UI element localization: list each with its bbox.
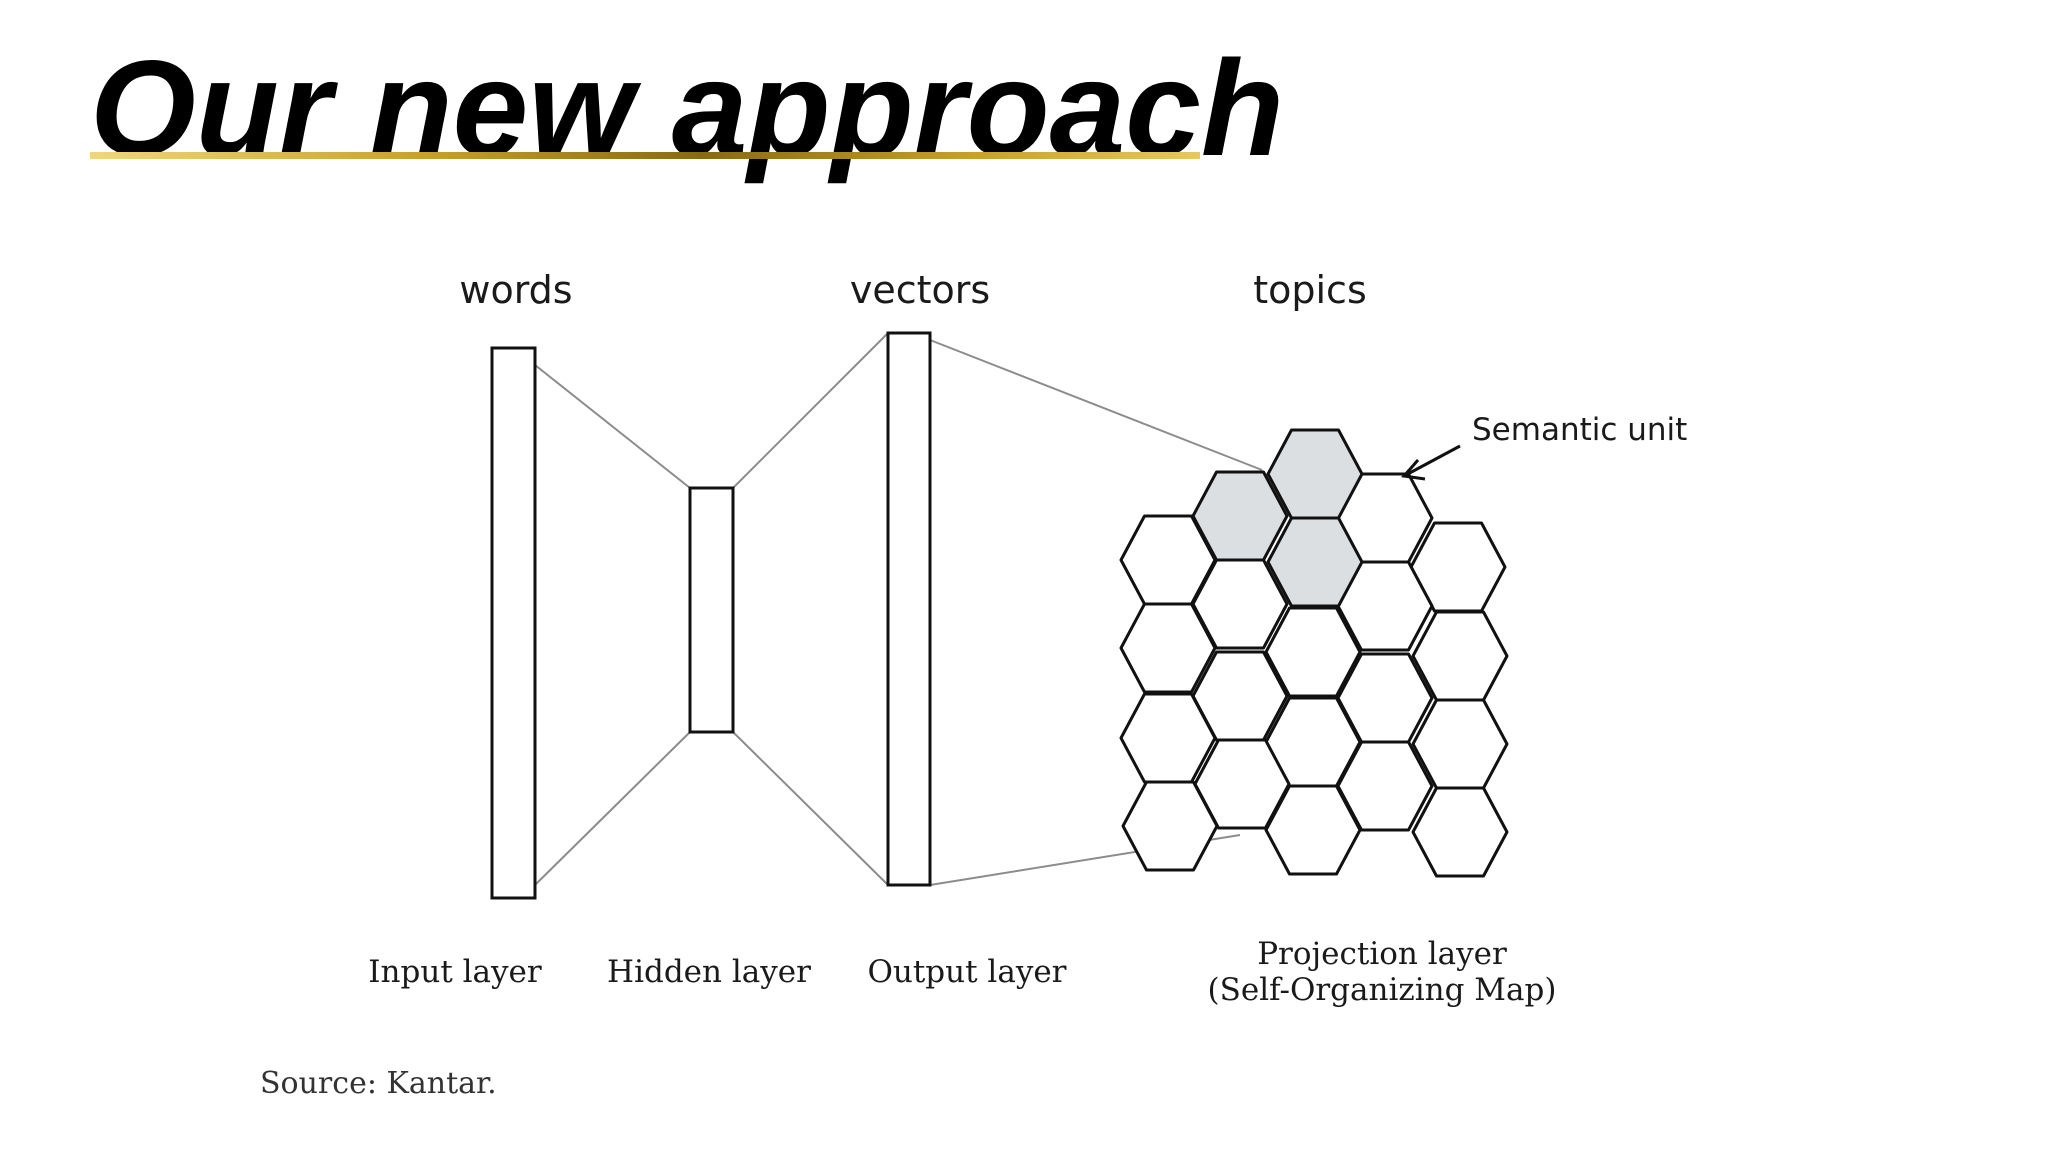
som-cell [1193, 738, 1291, 830]
connector-input-hidden-bottom [534, 731, 691, 886]
som-cell [1264, 784, 1362, 876]
semantic-unit-arrow [1401, 444, 1461, 481]
projection-layer-sublabel: (Self-Organizing Map) [1208, 972, 1557, 1008]
words-label: words [459, 268, 572, 312]
som-cell [1121, 780, 1219, 872]
vectors-label: vectors [850, 268, 990, 312]
title-underline [90, 152, 1200, 159]
hidden-layer-label: Hidden layer [607, 954, 811, 990]
som-cell-shaded [1266, 516, 1364, 608]
som-cell [1409, 521, 1507, 613]
som-cell [1411, 786, 1509, 878]
som-cell-shaded [1191, 470, 1289, 562]
som-cell [1191, 650, 1289, 742]
topics-label: topics [1253, 268, 1367, 312]
som-cell [1119, 602, 1217, 694]
layer-connectors [534, 332, 1263, 886]
input-layer-box [490, 346, 537, 900]
hidden-layer-box [688, 486, 735, 734]
source-note: Source: Kantar. [260, 1066, 497, 1101]
output-layer-label: Output layer [867, 954, 1066, 990]
connector-input-hidden-top [534, 364, 691, 489]
som-hexagon-grid [1119, 428, 1509, 878]
projection-layer-label: Projection layer [1257, 936, 1507, 972]
som-cell [1264, 606, 1362, 698]
som-cell [1119, 692, 1217, 784]
connector-output-som-top [929, 339, 1263, 471]
connector-hidden-output-top [732, 332, 889, 489]
input-layer-label: Input layer [368, 954, 542, 990]
connector-hidden-output-bottom [732, 731, 889, 886]
output-layer-box [886, 331, 932, 887]
semantic-unit-label: Semantic unit [1472, 412, 1687, 448]
